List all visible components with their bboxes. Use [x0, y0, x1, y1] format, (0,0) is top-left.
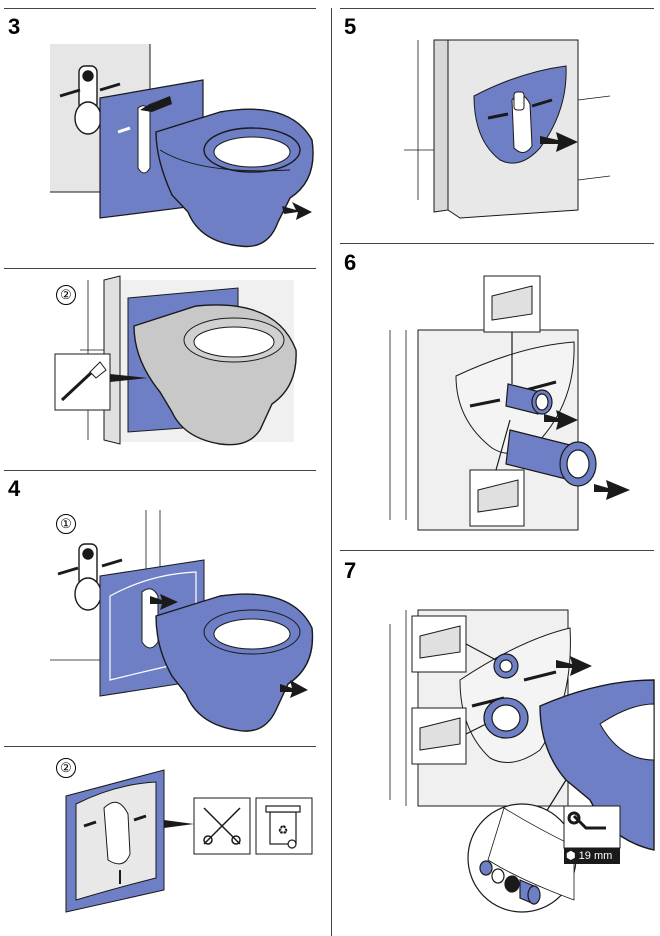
divider: [340, 243, 654, 244]
divider: [4, 746, 316, 747]
svg-text:♻: ♻: [278, 823, 289, 837]
step-number-5: 5: [344, 14, 357, 39]
column-divider: [331, 8, 332, 936]
divider: [4, 470, 316, 471]
threaded-rod: [59, 82, 121, 98]
step-number-6: 6: [344, 250, 357, 275]
wrench-size-label: ⬢ 19 mm: [566, 850, 613, 862]
divider: [340, 8, 654, 9]
divider: [4, 8, 316, 9]
substep-marker: ②: [56, 758, 76, 778]
step-number-7: 7: [344, 558, 357, 583]
mounting-frame-bracket: [74, 65, 102, 135]
step-number-3: 3: [8, 14, 21, 39]
step-number-4: 4: [8, 476, 21, 501]
divider: [340, 550, 654, 551]
wrench-size-text: 19 mm: [578, 850, 613, 862]
connection-pipe: [505, 383, 553, 415]
drain-pipe: [505, 429, 597, 487]
substep-marker: ②: [56, 285, 76, 305]
divider: [4, 268, 316, 269]
substep-marker: ①: [56, 514, 76, 534]
